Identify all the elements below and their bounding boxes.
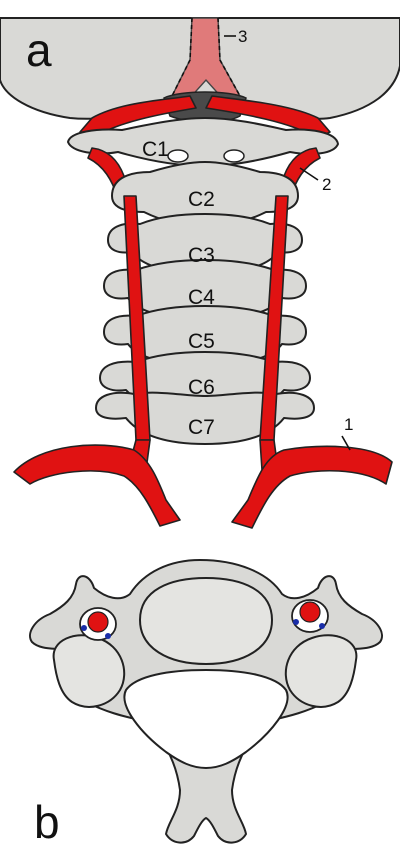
callout-2: 2 (322, 175, 331, 194)
subclavian-artery-left (14, 445, 180, 526)
panel-a: C1 C2 C3 C4 C5 C6 C7 3 2 1 a (0, 18, 400, 528)
right-vein-dot-2 (319, 623, 325, 629)
label-c5: C5 (188, 330, 215, 353)
subclavian-artery-right (232, 446, 392, 528)
panel-label-b: b (34, 796, 60, 848)
label-c6: C6 (188, 376, 215, 399)
right-vein-dot (293, 619, 299, 625)
label-c7: C7 (188, 416, 215, 439)
callout-3: 3 (238, 27, 247, 46)
label-c3: C3 (188, 244, 215, 267)
label-c1: C1 (142, 138, 169, 161)
left-vein-dot-2 (105, 633, 111, 639)
left-vein-dot (81, 625, 87, 631)
vertebral-foramen (124, 670, 287, 768)
panel-label-a: a (26, 24, 52, 76)
left-vertebral-artery-section (88, 612, 108, 632)
callout-1: 1 (344, 415, 353, 434)
right-vertebral-artery-section (300, 602, 320, 622)
vertebral-body (140, 578, 272, 664)
label-c4: C4 (188, 286, 215, 309)
label-c2: C2 (188, 188, 215, 211)
panel-b: b (30, 560, 382, 848)
